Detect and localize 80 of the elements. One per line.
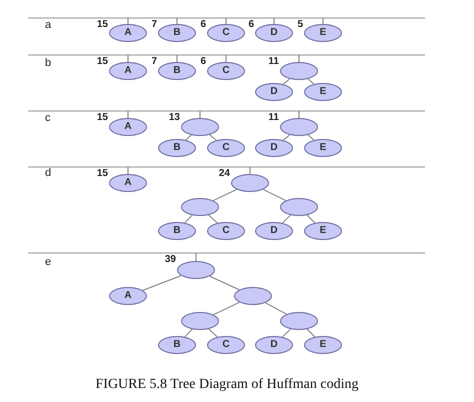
weight-label: 15 [96, 169, 108, 179]
tree-branch-line [184, 328, 193, 338]
root-stem-line [298, 54, 300, 62]
root-stem-line [322, 18, 324, 24]
tree-branch-line [212, 302, 240, 316]
tree-branch-line [308, 78, 314, 85]
weight-label: 5 [297, 20, 303, 30]
weight-label: 7 [151, 57, 157, 67]
weight-label: 11 [268, 113, 279, 123]
tree-branch-line [264, 302, 288, 315]
weight-label: 6 [200, 57, 206, 67]
internal-node [280, 198, 318, 216]
tree-branch-line [306, 214, 316, 224]
tree-branch-line [282, 214, 292, 224]
weight-label: 11 [268, 57, 279, 67]
internal-node [181, 198, 219, 216]
tree-branch-line [282, 134, 290, 141]
root-stem-line [176, 18, 178, 24]
tree-branch-line [142, 275, 182, 291]
internal-node [177, 261, 215, 279]
leaf-node: B [158, 62, 196, 80]
leaf-node: A [109, 174, 147, 192]
row-label: c [45, 113, 50, 124]
tree-branch-line [208, 214, 218, 224]
internal-node [181, 118, 219, 136]
leaf-node: D [255, 336, 293, 354]
weight-label: 15 [96, 57, 108, 67]
row-label: b [45, 58, 52, 69]
row-label: d [45, 168, 52, 179]
weight-label: 7 [151, 20, 157, 30]
leaf-node: C [207, 336, 245, 354]
leaf-node: C [207, 222, 245, 240]
weight-label: 15 [96, 20, 108, 30]
tree-branch-line [208, 328, 218, 338]
leaf-node: A [109, 62, 147, 80]
leaf-node: A [109, 287, 147, 305]
weight-label: 15 [96, 113, 108, 123]
leaf-node: B [158, 24, 196, 42]
row-label: e [45, 257, 52, 268]
leaf-node: A [109, 24, 147, 42]
row-label: a [45, 20, 52, 31]
internal-node [234, 287, 272, 305]
internal-node [231, 174, 269, 192]
leaf-node: D [255, 139, 293, 157]
internal-node [280, 118, 318, 136]
leaf-node: E [304, 222, 342, 240]
weight-label: 39 [164, 255, 176, 265]
leaf-node: E [304, 336, 342, 354]
root-stem-line [298, 110, 300, 118]
figure-caption: FIGURE 5.8 Tree Diagram of Huffman coding [96, 378, 358, 392]
weight-label: 13 [168, 113, 180, 123]
root-stem-line [176, 54, 178, 62]
leaf-node: E [304, 139, 342, 157]
tree-branch-line [282, 328, 292, 338]
leaf-node: E [304, 24, 342, 42]
internal-node [280, 312, 318, 330]
weight-label: 6 [248, 20, 254, 30]
tree-branch-line [185, 134, 192, 140]
tree-branch-line [306, 328, 316, 338]
leaf-node: D [255, 24, 293, 42]
leaf-node: D [255, 83, 293, 101]
leaf-node: B [158, 139, 196, 157]
tree-branch-line [308, 134, 314, 141]
internal-node [280, 62, 318, 80]
leaf-node: D [255, 222, 293, 240]
tree-branch-line [184, 214, 193, 224]
leaf-node: C [207, 24, 245, 42]
tree-branch-line [212, 188, 238, 202]
tree-branch-line [282, 78, 290, 85]
weight-label: 24 [218, 169, 230, 179]
tree-branch-line [209, 276, 240, 290]
leaf-node: C [207, 139, 245, 157]
leaf-node: B [158, 336, 196, 354]
leaf-node: A [109, 118, 147, 136]
tree-branch-line [262, 188, 286, 202]
internal-node [181, 312, 219, 330]
weight-label: 6 [200, 20, 206, 30]
leaf-node: C [207, 62, 245, 80]
leaf-node: B [158, 222, 196, 240]
leaf-node: E [304, 83, 342, 101]
